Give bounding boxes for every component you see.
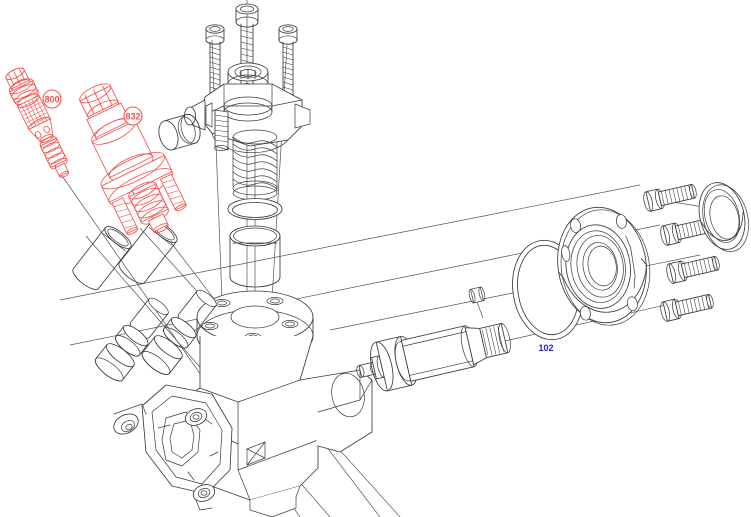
callout-102-label: 102: [538, 343, 553, 353]
blanking-cap-plug: [158, 113, 201, 151]
callout-832-label: 832: [125, 112, 140, 122]
bearing-flange-hub: [557, 206, 651, 326]
metering-solenoid-valve: [5, 67, 70, 178]
bracket-bolt-boss-upper-left: [113, 403, 147, 435]
spring-seat-o-ring: [227, 198, 283, 220]
pressure-control-valve: [79, 83, 187, 235]
bracket-bolt-boss-upper-right: [184, 408, 208, 426]
bracket-bolt-boss-lower: [192, 484, 216, 511]
drive-shaft-camshaft: [356, 286, 511, 392]
shaft-seal-ring: [698, 182, 749, 252]
tappet-roller-left: [94, 297, 169, 382]
callout-800[interactable]: 800: [42, 89, 62, 109]
pump-housing: [175, 335, 373, 517]
callout-832[interactable]: 832: [123, 106, 143, 126]
flange-bolt-1: [643, 183, 697, 212]
plunger-return-spring: [232, 129, 278, 201]
mounting-flange: [196, 290, 314, 363]
mounting-bracket: [113, 384, 233, 511]
callout-102[interactable]: 102: [538, 343, 553, 353]
callout-800-label: 800: [44, 95, 59, 105]
pump-head-valve-body: [184, 62, 311, 154]
flange-bolt-4: [660, 293, 714, 322]
tappet-sleeve-upper-left: [72, 226, 132, 290]
woodruff-key: [468, 286, 486, 304]
flange-bolt-3: [666, 255, 720, 284]
tappet-roller-right: [141, 289, 217, 375]
cap-screw-right: [278, 24, 298, 99]
cap-screw-left: [205, 24, 225, 99]
barrel-sleeve: [229, 225, 281, 288]
